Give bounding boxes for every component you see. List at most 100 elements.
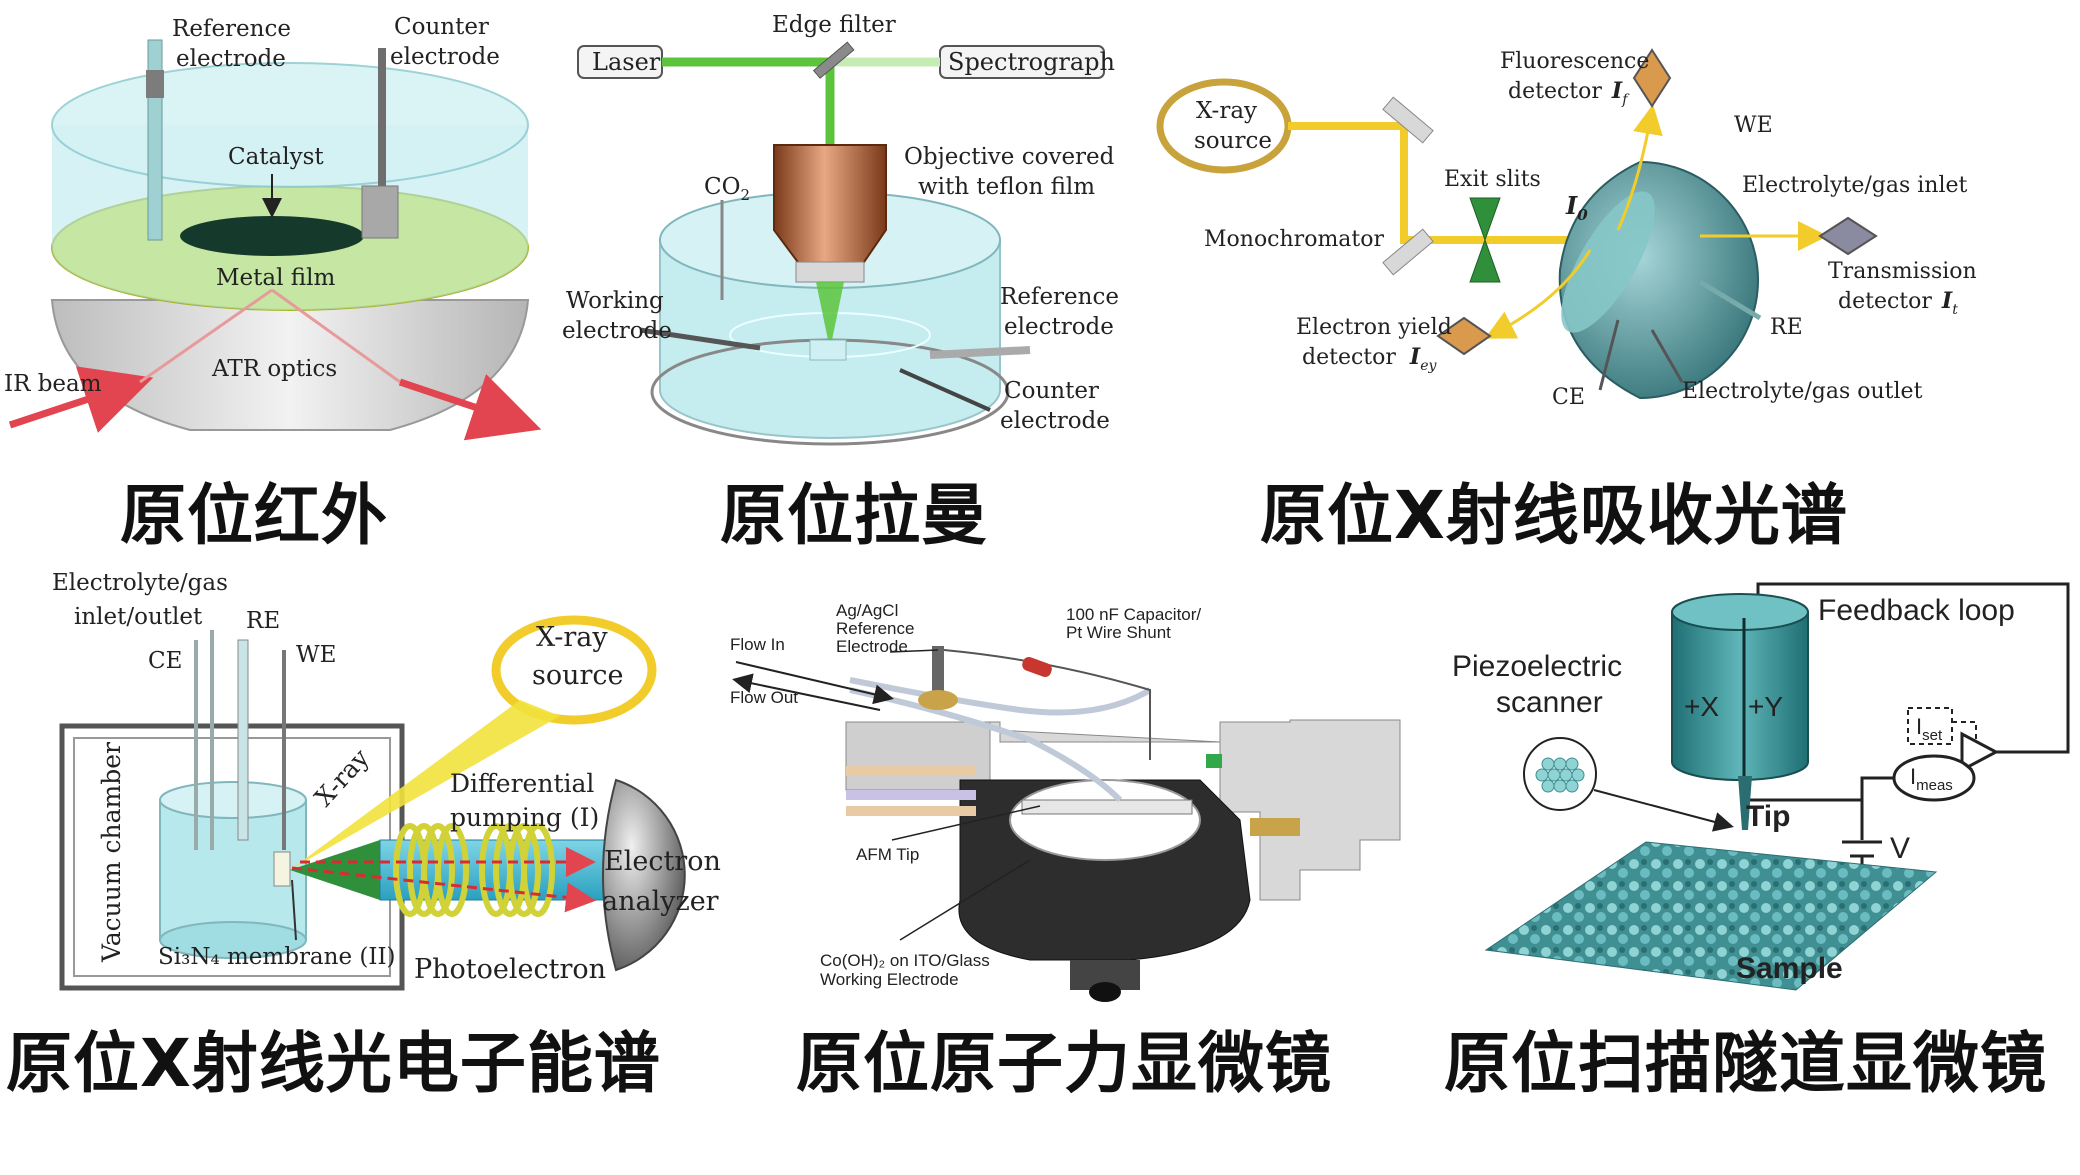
- label-metal-film: Metal film: [216, 265, 335, 291]
- electron-analyzer-dome: [602, 778, 686, 972]
- label-working-1: Working: [566, 288, 664, 314]
- afm-left-port-2: [846, 790, 976, 800]
- caption-in-situ-raman: 原位拉曼: [720, 477, 988, 554]
- afm-green-connector: [1206, 754, 1222, 768]
- label-ir-beam: IR beam: [4, 371, 102, 397]
- label-agcl-3: Electrode: [836, 637, 908, 656]
- label-xps-we: WE: [296, 642, 336, 668]
- label-reference: Reference: [172, 16, 291, 42]
- label-xray-beam: X-ray: [309, 743, 376, 812]
- label-working-1: Co(OH)₂ on ITO/Glass: [820, 951, 990, 970]
- label-monochromator: Monochromator: [1204, 227, 1385, 252]
- label-counter-2: electrode: [1000, 408, 1110, 434]
- panel-in-situ-stm: Feedback loop Piezoelectric scanner +X +…: [1452, 582, 2070, 991]
- label-feedback-loop: Feedback loop: [1818, 594, 2015, 627]
- transmission-detector: [1818, 216, 1878, 256]
- label-tip: Tip: [1746, 800, 1790, 833]
- label-iset: Iset: [1916, 714, 1943, 744]
- label-objective-1: Objective covered: [904, 144, 1115, 170]
- objective-base: [795, 261, 865, 283]
- iset-dashed-link: [1952, 721, 1977, 742]
- xas-beam-path: [1288, 122, 1640, 244]
- ir-beam-in: [8, 366, 154, 433]
- label-counter-1: Counter: [1004, 378, 1099, 404]
- afm-right-port: [1250, 818, 1300, 836]
- label-fluorescence-1: Fluorescence: [1500, 49, 1649, 74]
- label-objective-2: with teflon film: [918, 174, 1095, 200]
- afm-left-port-1: [846, 766, 976, 776]
- feedback-loop-line: [1756, 582, 2070, 754]
- label-atr-optics: ATR optics: [211, 356, 337, 382]
- label-electrolyte-inlet: Electrolyte/gas inlet: [1742, 173, 1968, 198]
- label-i0: I0: [1565, 191, 1588, 224]
- afm-reference-fitting: [918, 690, 958, 710]
- label-agcl-1: Ag/AgCl: [836, 601, 898, 620]
- label-xps-xray-1: X-ray: [536, 622, 608, 653]
- label-reference-2: electrode: [1004, 314, 1114, 340]
- label-electrolyte-outlet: Electrolyte/gas outlet: [1682, 379, 1923, 404]
- label-working-2: electrode: [562, 318, 672, 344]
- label-vacuum-chamber: Vacuum chamber: [97, 742, 126, 963]
- label-reference-2: electrode: [176, 46, 286, 72]
- counter-electrode-plate: [361, 185, 399, 239]
- label-xps-electrolyte-1: Electrolyte/gas: [52, 570, 228, 596]
- catalyst-spot: [180, 216, 364, 256]
- piezo-cylinder-top: [1671, 593, 1809, 631]
- label-capacitor-2: Pt Wire Shunt: [1066, 623, 1171, 642]
- label-plus-y: +Y: [1748, 691, 1783, 722]
- label-xray-1: X-ray: [1196, 98, 1257, 124]
- photoelectron-cone: [290, 840, 380, 900]
- electron-yield-ray: [1484, 249, 1592, 339]
- stm-tip: [1738, 776, 1752, 830]
- label-piezo-1: Piezoelectric: [1452, 650, 1622, 683]
- afm-left-port-3: [846, 806, 976, 816]
- afm-reference-electrode: [932, 646, 944, 694]
- xas-xray-source: [1156, 78, 1292, 174]
- label-reference-1: Reference: [1000, 284, 1119, 310]
- electron-yield-detector: [1436, 316, 1492, 356]
- imeas-to-amp: [1961, 760, 1973, 772]
- caption-in-situ-stm: 原位扫描隧道显微镜: [1444, 1025, 2047, 1102]
- label-plus-x: +X: [1684, 691, 1719, 722]
- label-flow-in: Flow In: [730, 635, 785, 654]
- caption-in-situ-xps: 原位X射线光电子能谱: [6, 1025, 661, 1102]
- label-electron-1: Electron: [604, 846, 721, 877]
- xps-re-electrode: [237, 639, 249, 841]
- label-capacitor-1: 100 nF Capacitor/: [1066, 605, 1201, 624]
- reference-electrode-cap: [146, 70, 164, 98]
- ir-beam-out: [398, 373, 542, 441]
- counter-electrode-rod: [378, 48, 386, 188]
- label-spectrograph: Spectrograph: [948, 48, 1115, 76]
- panel-in-situ-afm: Ag/AgCl Reference Electrode 100 nF Capac…: [730, 601, 1401, 1002]
- atomic-inset-atoms: [1535, 757, 1585, 793]
- label-co2: CO2: [704, 174, 750, 204]
- amplifier-triangle: [1960, 731, 2000, 773]
- monochromator-crystal-2: [1382, 228, 1434, 276]
- xas-ce-lead: [1598, 319, 1620, 391]
- afm-capacitor: [1022, 656, 1052, 678]
- panel-in-situ-ir: Reference electrode Counter electrode Ca…: [4, 14, 542, 441]
- label-transmission-1: Transmission: [1828, 259, 1977, 284]
- afm-sample-plate: [1021, 799, 1193, 815]
- afm-foot: [1089, 982, 1121, 1002]
- label-exit-slits: Exit slits: [1444, 167, 1541, 192]
- fluorescence-detector: [1632, 48, 1672, 108]
- label-afm-tip: AFM Tip: [856, 845, 919, 864]
- afm-flow-tube-2: [849, 687, 1123, 803]
- membrane-pointer: [291, 879, 297, 941]
- label-counter-2: electrode: [390, 44, 500, 70]
- label-differential-2: pumping (I): [450, 803, 599, 832]
- xas-hemisphere-face: [1561, 191, 1655, 333]
- label-catalyst: Catalyst: [228, 144, 324, 170]
- photoelectron-path: [291, 866, 596, 913]
- afm-working-pointer: [899, 859, 1031, 941]
- ir-beam-internal-2: [271, 288, 401, 384]
- label-photoelectron: Photoelectron: [414, 954, 606, 985]
- fluorescence-ray: [1616, 104, 1663, 231]
- afm-tip-pointer: [891, 805, 1041, 841]
- label-re: RE: [1770, 315, 1803, 340]
- xas-re-lead: [1698, 279, 1762, 321]
- label-piezo-2: scanner: [1496, 686, 1603, 719]
